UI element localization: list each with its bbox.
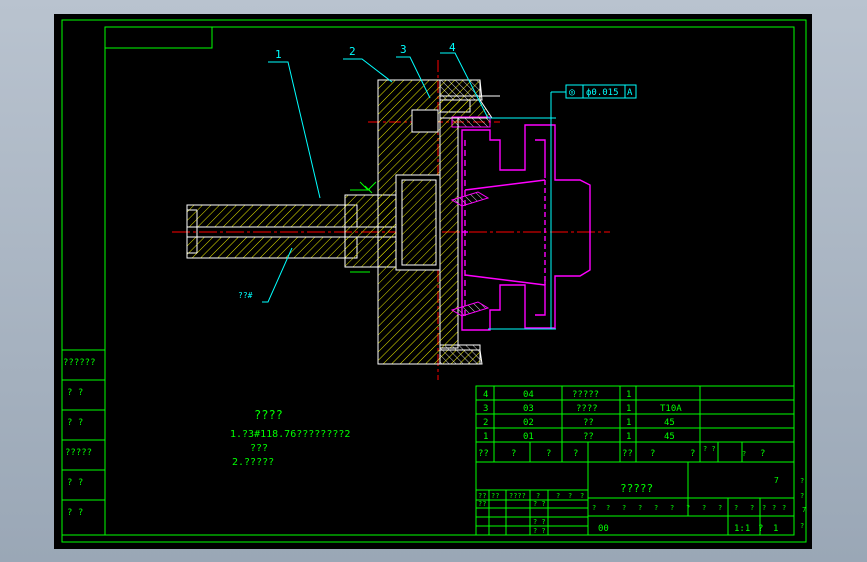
- note-line-2: 2.?????: [232, 457, 274, 468]
- stage-cell: ?: [592, 504, 596, 512]
- bom-header: ?: [546, 449, 551, 459]
- bom-cell: 3: [483, 404, 488, 414]
- bom-cell: 1: [626, 418, 631, 428]
- strip-label: ??????: [63, 358, 96, 368]
- bill-of-materials: [475, 385, 795, 463]
- bom-header: ?: [760, 449, 765, 459]
- stage-cell: ?: [702, 504, 706, 512]
- scale-value: 1:1: [734, 524, 750, 534]
- tolerance-value: ϕ0.015: [586, 88, 619, 98]
- bom-header: ?: [690, 449, 695, 459]
- sign-cell: ?: [536, 492, 540, 500]
- bom-cell: ??: [583, 432, 594, 442]
- bom-cell: 1: [626, 432, 631, 442]
- title-block: [475, 461, 795, 536]
- sheet-count: ?: [758, 524, 763, 534]
- sign-cell: ??: [491, 492, 499, 500]
- stage-cell: 7: [802, 506, 806, 514]
- diameter-dimension: [488, 91, 566, 330]
- title-block-text: ????? 00 1:1 ? 1 ?? ?? ???? ? ? ? ? ?? ?…: [478, 450, 806, 535]
- balloon-2: 2: [349, 45, 356, 58]
- header-right-cell: ?: [742, 450, 746, 458]
- workpiece-gear: [461, 124, 591, 331]
- strip-label: ?????: [65, 448, 92, 458]
- drawing-number: 00: [598, 524, 609, 534]
- stage-cell: ?: [622, 504, 626, 512]
- balloon-3: 3: [400, 43, 407, 56]
- bom-header: ??: [622, 449, 633, 459]
- tolerance-datum: A: [627, 88, 633, 98]
- sign-cell: ?: [556, 492, 560, 500]
- sign-cell: ? ?: [533, 500, 546, 508]
- body-part-2: [377, 79, 500, 365]
- bom-cell: 45: [664, 432, 675, 442]
- sign-cell: ????: [509, 492, 526, 500]
- bom-cell: 02: [523, 418, 534, 428]
- bom-cell: 1: [626, 390, 631, 400]
- sheet-number: 1: [773, 524, 778, 534]
- stage-cell: ?: [734, 504, 738, 512]
- bom-cell: 2: [483, 418, 488, 428]
- note-line-1: 1.?3#118.76????????2: [230, 429, 350, 440]
- bom-header: ?: [511, 449, 516, 459]
- bom-cell: 01: [523, 432, 534, 442]
- stage-cell: ?: [762, 504, 766, 512]
- sign-cell: ? ?: [533, 518, 546, 526]
- stage-cell: ?: [670, 504, 674, 512]
- stage-cell: ?: [606, 504, 610, 512]
- stage-cell: ?: [654, 504, 658, 512]
- clamp-ring-parts-3-4: [439, 99, 493, 349]
- header-right-cell: ?: [800, 492, 804, 500]
- note-line-1b: ???: [250, 443, 268, 454]
- strip-label: ? ?: [67, 508, 83, 518]
- sign-cell: ??: [478, 492, 486, 500]
- bom-cell: 03: [523, 404, 534, 414]
- balloon-4: 4: [449, 41, 456, 54]
- balloon-leaders: [262, 52, 489, 303]
- bom-cell: 45: [664, 418, 675, 428]
- bom-header: ?: [650, 449, 655, 459]
- bom-header: ??: [478, 449, 489, 459]
- bom-cell: T10A: [660, 404, 682, 414]
- bom-cell: 4: [483, 390, 488, 400]
- stage-cell: ?: [782, 504, 786, 512]
- stage-cell: ?: [718, 504, 722, 512]
- sign-cell: ?: [568, 492, 572, 500]
- sign-cell: ??: [478, 500, 486, 508]
- concentricity-icon: ◎: [569, 87, 575, 98]
- notes-title: ????: [254, 408, 283, 422]
- left-binding-strip: ?????? ? ? ? ? ????? ? ? ? ?: [61, 349, 106, 536]
- header-right-cell: 7: [774, 476, 779, 485]
- bom-cell: 1: [626, 404, 631, 414]
- tolerance-frame: ◎ ϕ0.015 A: [565, 84, 637, 99]
- strip-label: ? ?: [67, 478, 83, 488]
- bom-cell: ??: [583, 418, 594, 428]
- assembly-drawing: [172, 52, 610, 380]
- corner-label-box: [105, 27, 213, 49]
- bom-rows: 4 04 ????? 1 3 03 ???? 1 T10A 2 02 ?? 1 …: [478, 390, 765, 459]
- bom-header: ? ?: [703, 445, 716, 453]
- stage-cell: ?: [750, 504, 754, 512]
- balloon-1: 1: [275, 48, 282, 61]
- inner-frame: [104, 26, 795, 536]
- bom-cell: 04: [523, 390, 534, 400]
- header-right-cell: ?: [800, 522, 804, 530]
- part-name: ?????: [620, 482, 653, 495]
- strip-label: ? ?: [67, 388, 83, 398]
- stage-cell: ?: [638, 504, 642, 512]
- bom-cell: 1: [483, 432, 488, 442]
- bom-cell: ????: [576, 404, 598, 414]
- sign-cell: ?: [580, 492, 584, 500]
- stage-cell: ?: [772, 504, 776, 512]
- outer-frame: [61, 19, 807, 543]
- stage-cell: ?: [686, 504, 690, 512]
- header-right-cell: ?: [800, 477, 804, 485]
- strip-label: ? ?: [67, 418, 83, 428]
- surface-note: ??#: [238, 291, 253, 300]
- sign-cell: ? ?: [533, 527, 546, 535]
- bom-cell: ?????: [572, 390, 599, 400]
- bom-header: ?: [573, 449, 578, 459]
